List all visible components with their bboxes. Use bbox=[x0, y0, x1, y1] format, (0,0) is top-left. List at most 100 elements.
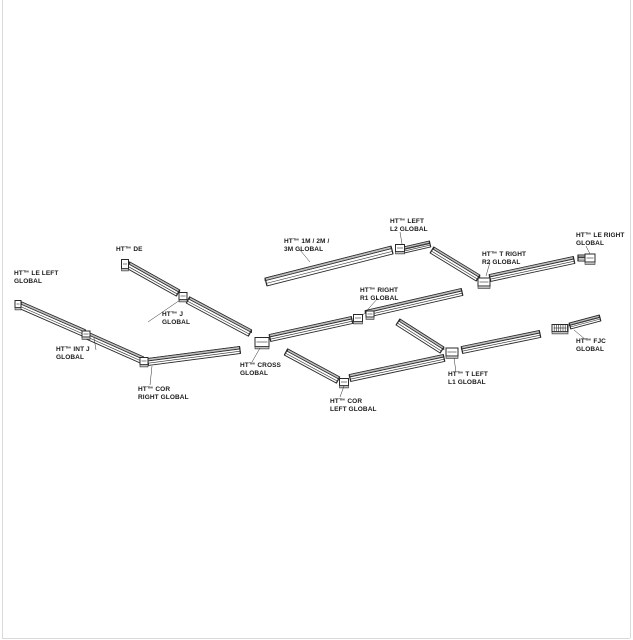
end-cap-de bbox=[121, 259, 129, 272]
rail-groove bbox=[88, 334, 143, 360]
track-cross-right bbox=[268, 316, 354, 342]
label-line: GLOBAL bbox=[576, 240, 605, 247]
leader-line bbox=[453, 357, 457, 373]
label-line: HT™ INT J bbox=[56, 346, 90, 353]
label-line: HT™ LE RIGHT bbox=[576, 232, 625, 239]
label-line: HT™ T LEFT bbox=[448, 371, 488, 378]
rail-groove bbox=[187, 300, 250, 335]
label-line: 3M GLOBAL bbox=[284, 246, 324, 253]
label-line: HT™ COR bbox=[138, 386, 171, 393]
label-int-j: HT™ INT J GLOBAL bbox=[56, 346, 90, 362]
label-line: GLOBAL bbox=[240, 370, 269, 377]
label-line: HT™ CROSS bbox=[240, 362, 281, 369]
frame-bottom-border bbox=[2, 638, 630, 639]
fjc-spring bbox=[551, 324, 568, 332]
track-cor-to-cross bbox=[146, 346, 242, 366]
label-cor-right: HT™ COR RIGHT GLOBAL bbox=[138, 386, 189, 402]
label-line: GLOBAL bbox=[14, 278, 43, 285]
leader-line bbox=[339, 385, 345, 398]
end-cap-le-right bbox=[584, 253, 596, 265]
rail-end bbox=[348, 374, 352, 382]
track-1m-2m-3m bbox=[264, 245, 394, 287]
rail-end bbox=[175, 289, 181, 297]
label-line: HT™ J bbox=[162, 311, 184, 318]
connector-cor-right bbox=[139, 357, 149, 368]
rail-groove bbox=[286, 350, 339, 380]
rail-groove bbox=[461, 332, 540, 350]
rail-groove bbox=[365, 290, 462, 314]
label-left-l2: HT™ LEFT L2 GLOBAL bbox=[390, 218, 428, 234]
rail-end bbox=[429, 246, 435, 254]
label-fjc: HT™ FJC GLOBAL bbox=[576, 338, 606, 354]
connector-side bbox=[121, 268, 129, 272]
rail-end bbox=[350, 316, 354, 324]
label-de: HT™ DE bbox=[116, 246, 143, 254]
rail-end bbox=[335, 376, 341, 384]
connector-r1-b bbox=[365, 310, 375, 320]
connector-side bbox=[254, 346, 270, 350]
rail-groove bbox=[432, 248, 479, 278]
rail-groove bbox=[147, 348, 240, 362]
rail-end bbox=[538, 330, 542, 338]
label-line: GLOBAL bbox=[162, 319, 191, 326]
label-line: GLOBAL bbox=[56, 354, 85, 361]
connector-side bbox=[178, 299, 188, 303]
rail-side bbox=[287, 348, 341, 381]
label-line: HT™ DE bbox=[116, 246, 143, 253]
connector-side bbox=[139, 364, 149, 368]
label-line: L1 GLOBAL bbox=[448, 379, 486, 386]
track-cross-cor-left bbox=[283, 348, 341, 384]
rail-end bbox=[442, 354, 446, 362]
rail-end bbox=[264, 277, 268, 287]
label-cor-left: HT™ COR LEFT GLOBAL bbox=[330, 398, 377, 414]
rail-end bbox=[428, 240, 432, 248]
leader-line bbox=[147, 299, 181, 323]
label-line: HT™ LEFT bbox=[390, 218, 425, 225]
rail-end bbox=[268, 334, 272, 342]
rail-end bbox=[568, 322, 572, 330]
rail-groove bbox=[569, 316, 600, 326]
rail-groove bbox=[404, 244, 431, 252]
connector-int-j bbox=[81, 330, 91, 340]
rail-groove bbox=[489, 258, 574, 278]
rail-groove bbox=[127, 265, 178, 295]
rail-groove bbox=[87, 336, 142, 362]
track-de bbox=[125, 261, 181, 297]
leader-line bbox=[251, 347, 261, 363]
track-cor-left-to-t-left bbox=[348, 354, 446, 382]
label-line: HT™ RIGHT bbox=[360, 287, 399, 294]
label-line: LEFT GLOBAL bbox=[330, 406, 377, 413]
rail-groove bbox=[188, 298, 251, 333]
label-line: RIGHT GLOBAL bbox=[138, 394, 189, 401]
rail-end bbox=[238, 346, 242, 354]
rail-groove bbox=[431, 250, 478, 280]
track-le-left bbox=[18, 301, 86, 337]
label-line: HT™ T RIGHT bbox=[482, 251, 527, 258]
connector-side bbox=[14, 307, 22, 311]
frame-left-border bbox=[2, 0, 3, 638]
leader-line bbox=[573, 329, 587, 341]
frame-right-border bbox=[630, 0, 631, 638]
rail-end bbox=[572, 256, 576, 264]
end-cap-le-left bbox=[14, 300, 22, 311]
rail-end bbox=[395, 318, 401, 326]
rail-side bbox=[129, 261, 181, 294]
rail-groove bbox=[490, 260, 575, 280]
rail-groove bbox=[265, 248, 392, 281]
connector-side bbox=[395, 251, 405, 255]
rail-side bbox=[433, 246, 481, 279]
track-r1 bbox=[364, 288, 464, 318]
connector-side bbox=[584, 261, 596, 265]
rail-groove bbox=[270, 320, 353, 340]
label-track: HT™ 1M / 2M / 3M GLOBAL bbox=[284, 238, 329, 254]
rail-end bbox=[598, 314, 602, 322]
connector-side bbox=[551, 331, 569, 335]
label-t-left: HT™ T LEFT L1 GLOBAL bbox=[448, 371, 488, 387]
rail-groove bbox=[350, 358, 445, 380]
connector-side bbox=[445, 355, 459, 359]
rail-groove bbox=[366, 292, 463, 316]
connector-r1-a bbox=[353, 314, 363, 325]
track-l2-down bbox=[429, 246, 481, 282]
rail-groove bbox=[19, 305, 84, 335]
